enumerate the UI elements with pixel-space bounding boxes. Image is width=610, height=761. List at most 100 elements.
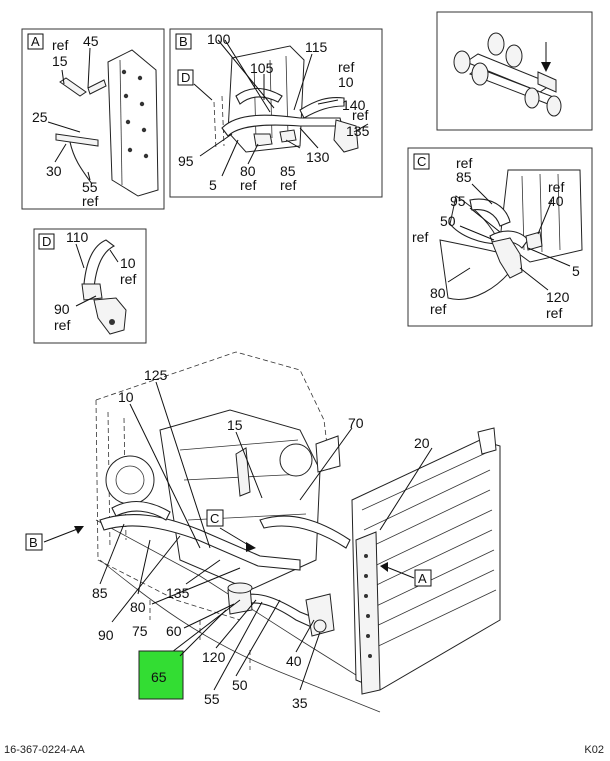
callout-c-120: 120 [546, 289, 570, 305]
callout-b-10: 10 [338, 74, 354, 90]
detail-view-a: A ref 15 45 25 30 55 ref [21, 28, 165, 210]
callout-b-ref-1: ref [338, 59, 354, 75]
locator-arrow [541, 62, 551, 72]
callout-main-15: 15 [227, 417, 243, 433]
bulkhead-panel [107, 49, 159, 197]
tube-30 [69, 141, 93, 185]
callout-c-85: 85 [456, 169, 472, 185]
hose-135-main [99, 513, 301, 571]
callout-b-80: 80 [240, 163, 256, 179]
water-pump-40 [305, 593, 335, 637]
engine-block [159, 409, 321, 591]
callout-a-ref-bottom: ref [82, 193, 98, 209]
sheet-code: K02 [584, 744, 604, 756]
callout-main-75: 75 [132, 623, 148, 639]
clamp-25 [55, 133, 99, 147]
detail-view-d: D 110 10 ref 90 ref [33, 228, 147, 344]
callout-c-ref-4: ref [430, 301, 446, 317]
valve-90 [93, 297, 127, 335]
callout-c-ref-5: ref [546, 305, 562, 321]
callout-c-ref-1: ref [456, 155, 472, 171]
callout-main-85: 85 [92, 585, 108, 601]
callout-main-120: 120 [202, 649, 226, 665]
callout-d-90: 90 [54, 301, 70, 317]
clamp-40 [525, 231, 543, 251]
callout-b-5: 5 [209, 177, 217, 193]
cab-outline [95, 351, 331, 471]
callout-b-135: 135 [346, 123, 370, 139]
clamp-15 [59, 77, 87, 97]
detail-view-b-tag-box [175, 33, 192, 50]
clamp-80 [253, 133, 273, 147]
callout-main-10: 10 [118, 389, 134, 405]
detail-view-a-tag: A [31, 34, 40, 49]
callout-b-95: 95 [178, 153, 194, 169]
cab-front [537, 71, 557, 93]
frame-rail-bottom [99, 559, 381, 713]
detail-view-b-inner-tag: D [181, 70, 190, 85]
callout-c-ref-2: ref [548, 179, 564, 195]
callout-b-140: 140 [342, 97, 366, 113]
drawing-number: 16-367-0224-AA [4, 744, 85, 756]
callout-b-115: 115 [305, 39, 328, 55]
clamp-35 [313, 619, 327, 633]
callout-b-85: 85 [280, 163, 296, 179]
callout-main-40: 40 [286, 653, 302, 669]
callout-main-50: 50 [232, 677, 248, 693]
detail-view-b-inner-tag-box [177, 69, 194, 86]
callout-b-100: 100 [207, 31, 231, 47]
callout-c-50: 50 [440, 213, 456, 229]
callout-b-105: 105 [250, 60, 274, 76]
pointer-c-tag: C [210, 511, 219, 526]
callout-main-90: 90 [98, 627, 114, 643]
chassis-wheels [453, 32, 562, 117]
callout-b-ref-2: ref [352, 107, 368, 123]
callout-c-ref-3: ref [412, 229, 428, 245]
callout-a-25: 25 [32, 109, 48, 125]
chassis-locator-view [436, 11, 593, 131]
hose-140 [299, 96, 345, 119]
callout-a-30: 30 [46, 163, 62, 179]
turbo [279, 443, 313, 477]
detail-view-c-tag-box [413, 153, 430, 170]
hose-70 [259, 515, 351, 549]
air-intake [105, 455, 155, 505]
callout-main-55: 55 [204, 691, 220, 707]
callout-d-10: 10 [120, 255, 136, 271]
callout-d-110: 110 [66, 229, 89, 245]
radiator-side-tank [355, 531, 381, 695]
hose-105 [235, 87, 283, 105]
pointer-a-tag: A [418, 571, 427, 586]
callout-main-135: 135 [166, 585, 190, 601]
turbo-outlet [315, 435, 341, 473]
pointer-b-tag-box [25, 533, 43, 551]
callout-a-ref-top: ref [52, 37, 68, 53]
callout-main-80: 80 [130, 599, 146, 615]
callout-a-55: 55 [82, 179, 98, 195]
radiator-cap [477, 427, 497, 455]
clamp-85 [279, 129, 297, 143]
callout-b-130: 130 [306, 149, 330, 165]
callout-c-80: 80 [430, 285, 446, 301]
highlighted-callout-box [138, 650, 184, 700]
bracket-45 [87, 79, 107, 95]
hose-110 [83, 239, 116, 289]
fan-hub [491, 237, 523, 279]
callout-d-ref-2: ref [54, 317, 70, 333]
coupling-135 [333, 119, 359, 153]
callout-main-35: 35 [292, 695, 308, 711]
hose-85-main [111, 501, 171, 521]
detail-view-a-tag-box [27, 33, 44, 50]
detail-view-c-tag: C [417, 154, 426, 169]
pointer-b-tag: B [29, 535, 38, 550]
callout-c-40: 40 [548, 193, 564, 209]
callout-b-ref-3: ref [240, 177, 256, 193]
detail-view-b-tag: B [179, 34, 188, 49]
callout-main-125: 125 [144, 367, 168, 383]
detail-view-d-tag: D [42, 234, 51, 249]
fitting-d [81, 283, 103, 301]
detail-view-b: B D 100 115 105 ref 10 140 ref 135 [169, 28, 383, 198]
callout-c-5: 5 [572, 263, 580, 279]
pointer-c-tag-box [206, 509, 224, 527]
callout-main-65-highlighted: 65 [151, 669, 167, 685]
